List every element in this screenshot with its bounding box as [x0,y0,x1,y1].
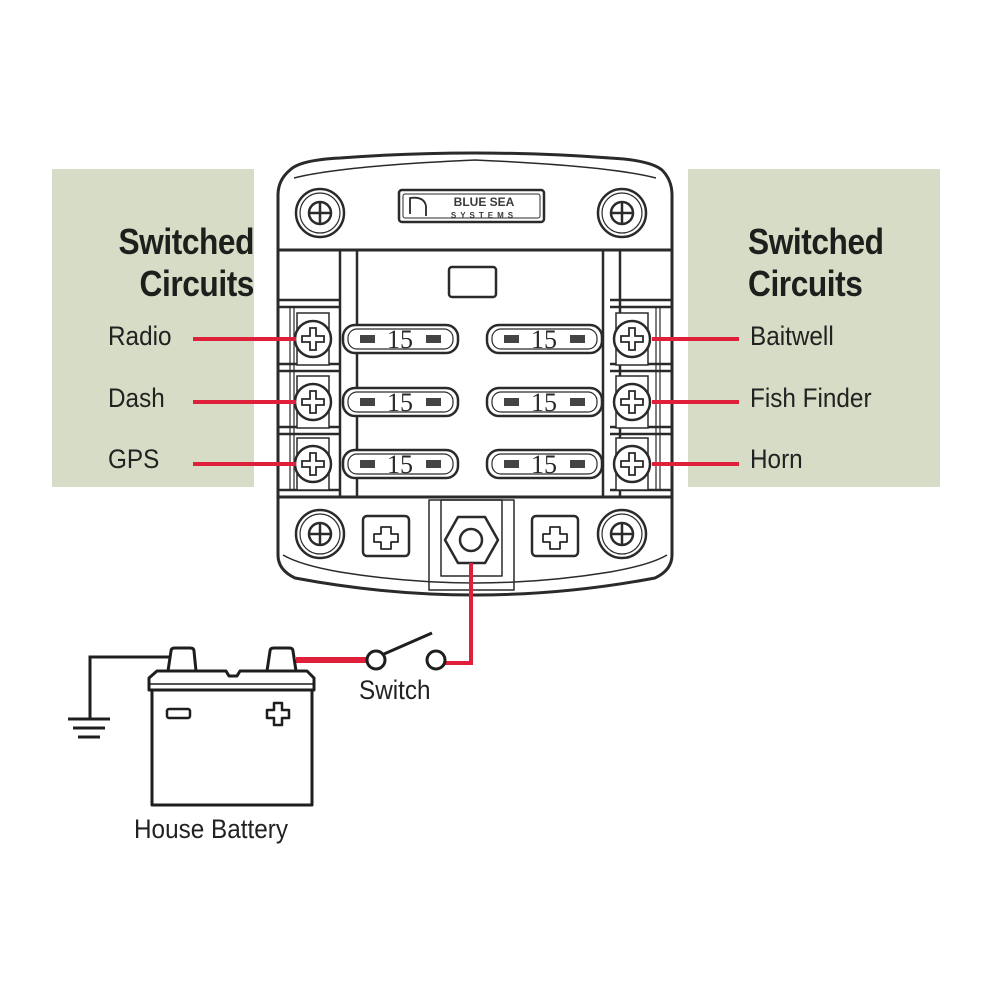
fuse-blade-icon [360,398,375,406]
fuse-blade-icon [360,335,375,343]
fuse-blade-icon [570,460,585,468]
fuse-right-2: 15 [485,386,604,418]
fuse-blade-icon [570,398,585,406]
mount-screw-top-right-icon [596,187,648,239]
right-circuits-panel: Switched Circuits [688,169,940,487]
feed-wire [444,563,473,665]
left-circuits-panel: Switched Circuits [52,169,254,487]
brand-line1: BLUE SEA [454,195,515,209]
left-heading-line1: Switched [118,221,254,262]
ground-icon [68,655,170,739]
terminal-screw-group [293,312,652,491]
bus-stud-terminal [428,499,515,591]
fuse-blade-icon [504,460,519,468]
circuit-label-gps: GPS [108,444,160,474]
fuse-rating: 15 [531,388,557,417]
circuit-label-baitwell: Baitwell [750,321,834,351]
battery-positive-symbol [265,701,291,727]
fuse-left-1: 15 [341,323,460,355]
fuse-rating: 15 [387,325,413,354]
brand-line2: SYSTEMS [451,211,517,220]
mount-screw-top-left-icon [294,187,346,239]
circuit-label-radio: Radio [108,321,172,351]
positive-marker-left-icon [361,514,411,558]
brand-logo [397,188,546,224]
circuit-label-horn: Horn [750,444,803,474]
battery-negative-symbol [165,707,192,720]
mount-screw-bottom-right-icon [596,508,648,560]
fuse-rating: 15 [531,450,557,479]
circuit-label-dash: Dash [108,383,165,413]
fuse-indicator-window [447,265,498,299]
terminal-screw-right-2-icon [612,375,652,429]
fuse-right-1: 15 [485,323,604,355]
terminal-screw-left-2-icon [293,375,333,429]
fuse-blade-icon [504,335,519,343]
fuse-blade-icon [426,335,441,343]
fuse-block-outline [276,151,674,597]
fuse-group: 15 15 15 15 15 15 [341,323,604,480]
fuse-left-2: 15 [341,386,460,418]
right-heading-line1: Switched [748,221,884,262]
terminal-screw-left-1-icon [293,312,333,366]
fuse-blade-icon [570,335,585,343]
fuse-blade-icon [426,398,441,406]
circuit-wires [193,337,739,466]
fuse-right-3: 15 [485,448,604,480]
circuit-label-fish-finder: Fish Finder [750,383,872,413]
terminal-screw-right-3-icon [612,437,652,491]
switch-label: Switch [359,675,431,705]
switch-icon [365,631,447,671]
right-panel-heading: Switched Circuits [748,221,977,305]
battery-icon [147,646,316,807]
battery-negative-post [166,646,198,673]
terminal-screw-right-1-icon [612,312,652,366]
fuse-rating: 15 [531,325,557,354]
fuse-blade-icon [504,398,519,406]
fuse-left-3: 15 [341,448,460,480]
positive-marker-right-icon [530,514,580,558]
terminal-screw-left-3-icon [293,437,333,491]
battery-label: House Battery [134,814,288,844]
fuse-blade-icon [360,460,375,468]
right-heading-line2: Circuits [748,263,863,304]
left-heading-line2: Circuits [139,263,255,304]
fuse-blade-icon [426,460,441,468]
fuse-rating: 15 [387,388,413,417]
left-panel-heading: Switched Circuits [25,221,254,305]
battery-positive-post [265,646,298,673]
mount-screw-bottom-left-icon [294,508,346,560]
fuse-rating: 15 [387,450,413,479]
